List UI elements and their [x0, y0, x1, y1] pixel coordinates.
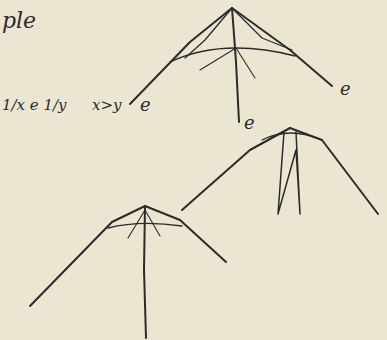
sketch-line — [144, 206, 146, 338]
sketch-line — [262, 133, 322, 140]
sketch-line — [145, 206, 226, 262]
handwritten-label: e — [244, 114, 255, 132]
sketch-line — [130, 8, 232, 104]
sketch-line — [290, 128, 378, 214]
sketch-line — [185, 8, 292, 58]
handwritten-label: ple — [2, 10, 36, 32]
sketch-line — [200, 48, 255, 78]
sketch-line — [108, 223, 182, 228]
sketch-line — [182, 128, 290, 210]
handwritten-label: x>y — [92, 98, 122, 113]
sketch-line — [30, 206, 145, 306]
sketch-line — [232, 8, 332, 86]
sketch-line — [232, 8, 239, 122]
sketch-line — [128, 210, 160, 238]
handwritten-label: 1/x e 1/y — [2, 98, 67, 113]
handwritten-label: e — [140, 96, 151, 114]
handwritten-label: e — [340, 80, 351, 98]
sketch-line — [278, 132, 300, 214]
